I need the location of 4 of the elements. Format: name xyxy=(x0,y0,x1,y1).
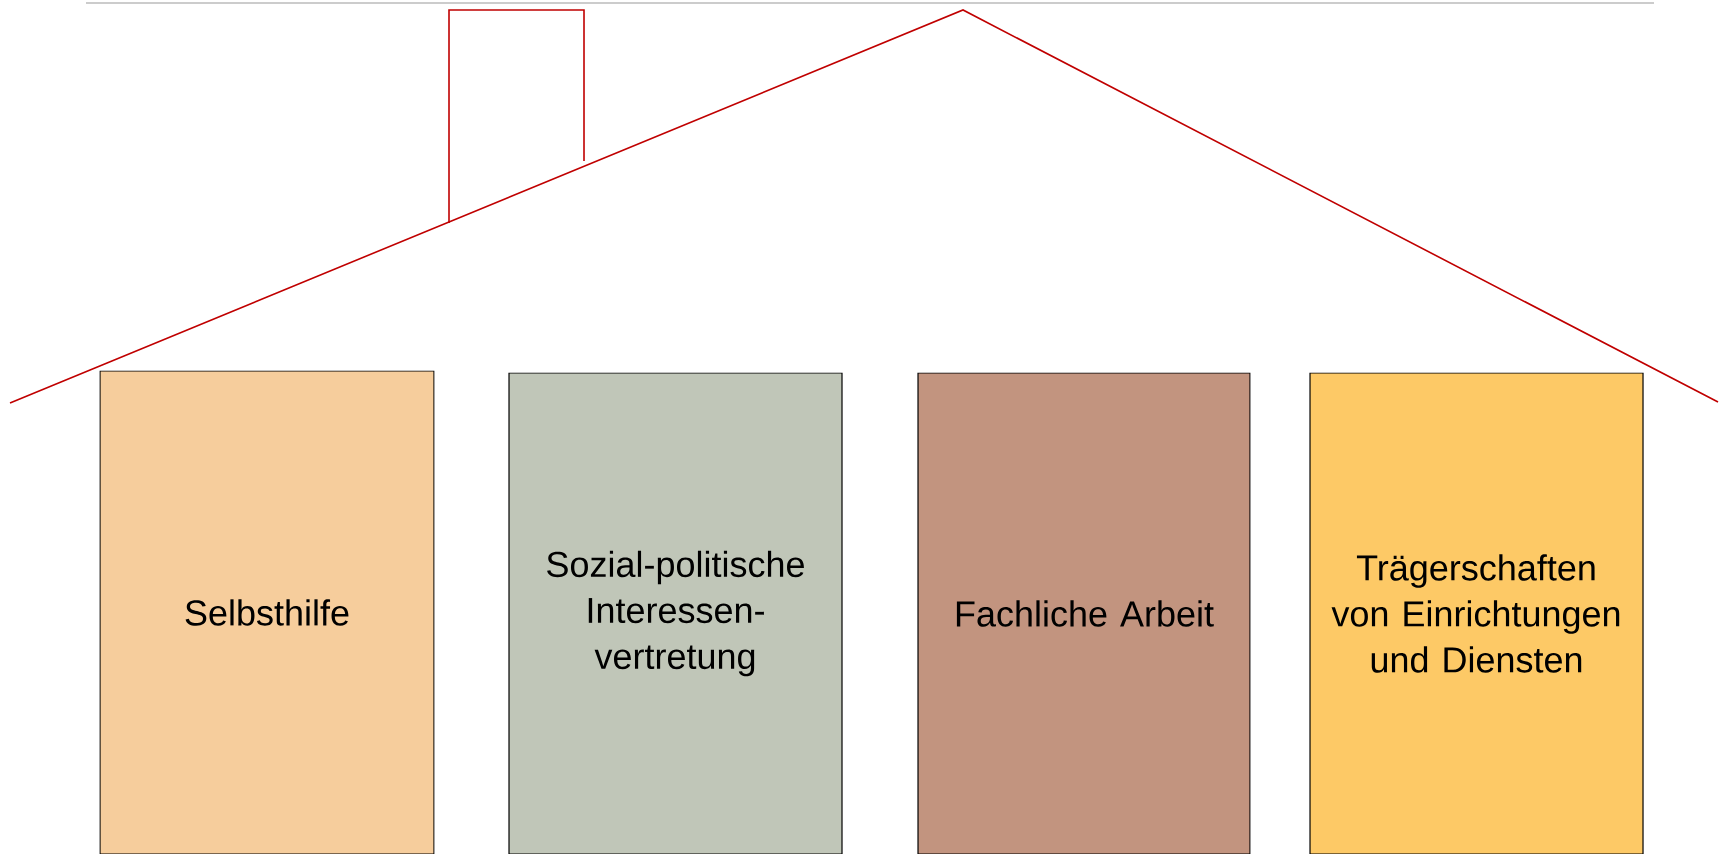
pillar-box: Fachliche Arbeit xyxy=(917,372,1251,854)
pillar-box: Trägerschaften von Einrichtungen und Diensten xyxy=(1309,372,1644,854)
pillar-box: Selbsthilfe xyxy=(99,370,435,854)
pillar-box: Sozial-politische Interessen-vertretung xyxy=(508,372,843,854)
